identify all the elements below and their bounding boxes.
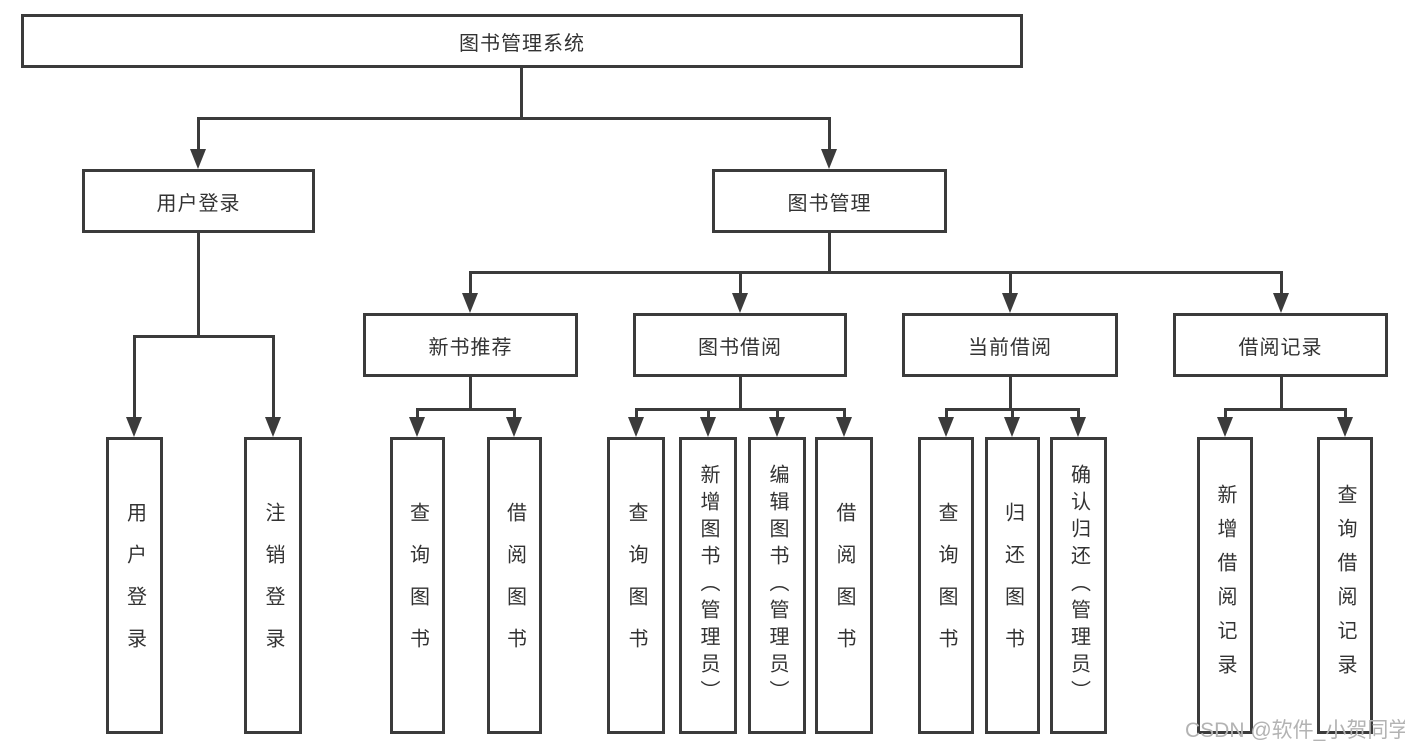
leaf-label: 查询图书 [625, 501, 647, 670]
node-label: 借阅记录 [1238, 336, 1323, 359]
connector-line [635, 408, 845, 411]
connector-line [828, 117, 831, 151]
leaf-label: 编辑图书（管理员） [766, 464, 788, 707]
leaf-label: 归还图书 [1001, 501, 1024, 670]
arrow-down-icon [506, 417, 522, 437]
leaf-edit-book-admin: 编辑图书（管理员） [748, 437, 806, 734]
node-label: 图书借阅 [698, 336, 782, 359]
connector-line [197, 117, 831, 120]
connector-line [1009, 271, 1012, 295]
leaf-label: 确认归还（管理员） [1067, 464, 1090, 707]
leaf-query-books-current: 查询图书 [918, 437, 974, 734]
connector-line [1224, 408, 1346, 411]
leaf-label: 查询图书 [935, 501, 957, 670]
node-new-book-recommend: 新书推荐 [363, 313, 578, 377]
arrow-down-icon [836, 417, 852, 437]
connector-line [1224, 408, 1227, 420]
arrow-down-icon [409, 417, 425, 437]
connector-line [469, 377, 472, 411]
leaf-query-borrow-record: 查询借阅记录 [1317, 437, 1373, 734]
arrow-down-icon [1070, 417, 1086, 437]
connector-line [1344, 408, 1347, 420]
leaf-label: 查询图书 [406, 501, 429, 670]
arrow-down-icon [1002, 293, 1018, 313]
connector-line [1009, 377, 1012, 411]
connector-line [197, 117, 200, 151]
leaf-logout: 注销登录 [244, 437, 302, 734]
node-root: 图书管理系统 [21, 14, 1023, 68]
node-label: 当前借阅 [968, 336, 1052, 359]
leaf-borrow-books: 借阅图书 [815, 437, 873, 734]
arrow-down-icon [462, 293, 478, 313]
connector-line [1077, 408, 1080, 420]
leaf-label: 用户登录 [123, 501, 146, 670]
leaf-label: 查询借阅记录 [1334, 483, 1356, 688]
leaf-label: 新增图书（管理员） [697, 464, 719, 707]
connector-line [945, 408, 948, 420]
leaf-label: 借阅图书 [503, 501, 526, 670]
connector-line [739, 377, 742, 411]
node-root-label: 图书管理系统 [459, 32, 585, 55]
arrow-down-icon [1273, 293, 1289, 313]
leaf-borrow-books-recommend: 借阅图书 [487, 437, 542, 734]
node-label: 图书管理 [787, 192, 872, 215]
arrow-down-icon [1004, 417, 1020, 437]
connector-line [1011, 408, 1014, 420]
leaf-return-book: 归还图书 [985, 437, 1040, 734]
arrow-down-icon [700, 417, 716, 437]
connector-line [1280, 271, 1283, 295]
arrow-down-icon [821, 149, 837, 169]
connector-line [197, 233, 200, 338]
connector-line [133, 335, 274, 338]
node-book-mgmt: 图书管理 [712, 169, 947, 233]
arrow-down-icon [732, 293, 748, 313]
leaf-add-book-admin: 新增图书（管理员） [679, 437, 737, 734]
node-borrow-records: 借阅记录 [1173, 313, 1388, 377]
node-book-borrow: 图书借阅 [633, 313, 847, 377]
connector-line [707, 408, 710, 420]
connector-line [416, 408, 516, 411]
leaf-label: 新增借阅记录 [1214, 483, 1236, 688]
node-label: 用户登录 [156, 192, 241, 215]
arrow-down-icon [1337, 417, 1353, 437]
node-current-borrow: 当前借阅 [902, 313, 1118, 377]
node-user-login: 用户登录 [82, 169, 315, 233]
leaf-label: 注销登录 [262, 501, 284, 670]
node-label: 新书推荐 [428, 336, 513, 359]
connector-line [416, 408, 419, 420]
arrow-down-icon [769, 417, 785, 437]
leaf-label: 借阅图书 [833, 501, 855, 670]
leaf-query-books-borrow: 查询图书 [607, 437, 665, 734]
arrow-down-icon [938, 417, 954, 437]
connector-line [133, 335, 136, 419]
leaf-query-books-recommend: 查询图书 [390, 437, 445, 734]
connector-line [776, 408, 779, 420]
connector-line [520, 66, 523, 120]
arrow-down-icon [628, 417, 644, 437]
connector-line [272, 335, 275, 419]
connector-line [469, 271, 472, 295]
csdn-watermark: CSDN @软件_小贺同学 [1185, 719, 1405, 742]
arrow-down-icon [1217, 417, 1233, 437]
leaf-add-borrow-record: 新增借阅记录 [1197, 437, 1253, 734]
connector-line [513, 408, 516, 420]
leaf-user-login: 用户登录 [106, 437, 163, 734]
connector-line [739, 271, 742, 295]
connector-line [1280, 377, 1283, 411]
leaf-confirm-return-admin: 确认归还（管理员） [1050, 437, 1107, 734]
connector-line [843, 408, 846, 420]
connector-line [828, 233, 831, 274]
connector-line [469, 271, 1282, 274]
connector-line [635, 408, 638, 420]
arrow-down-icon [126, 417, 142, 437]
arrow-down-icon [265, 417, 281, 437]
arrow-down-icon [190, 149, 206, 169]
